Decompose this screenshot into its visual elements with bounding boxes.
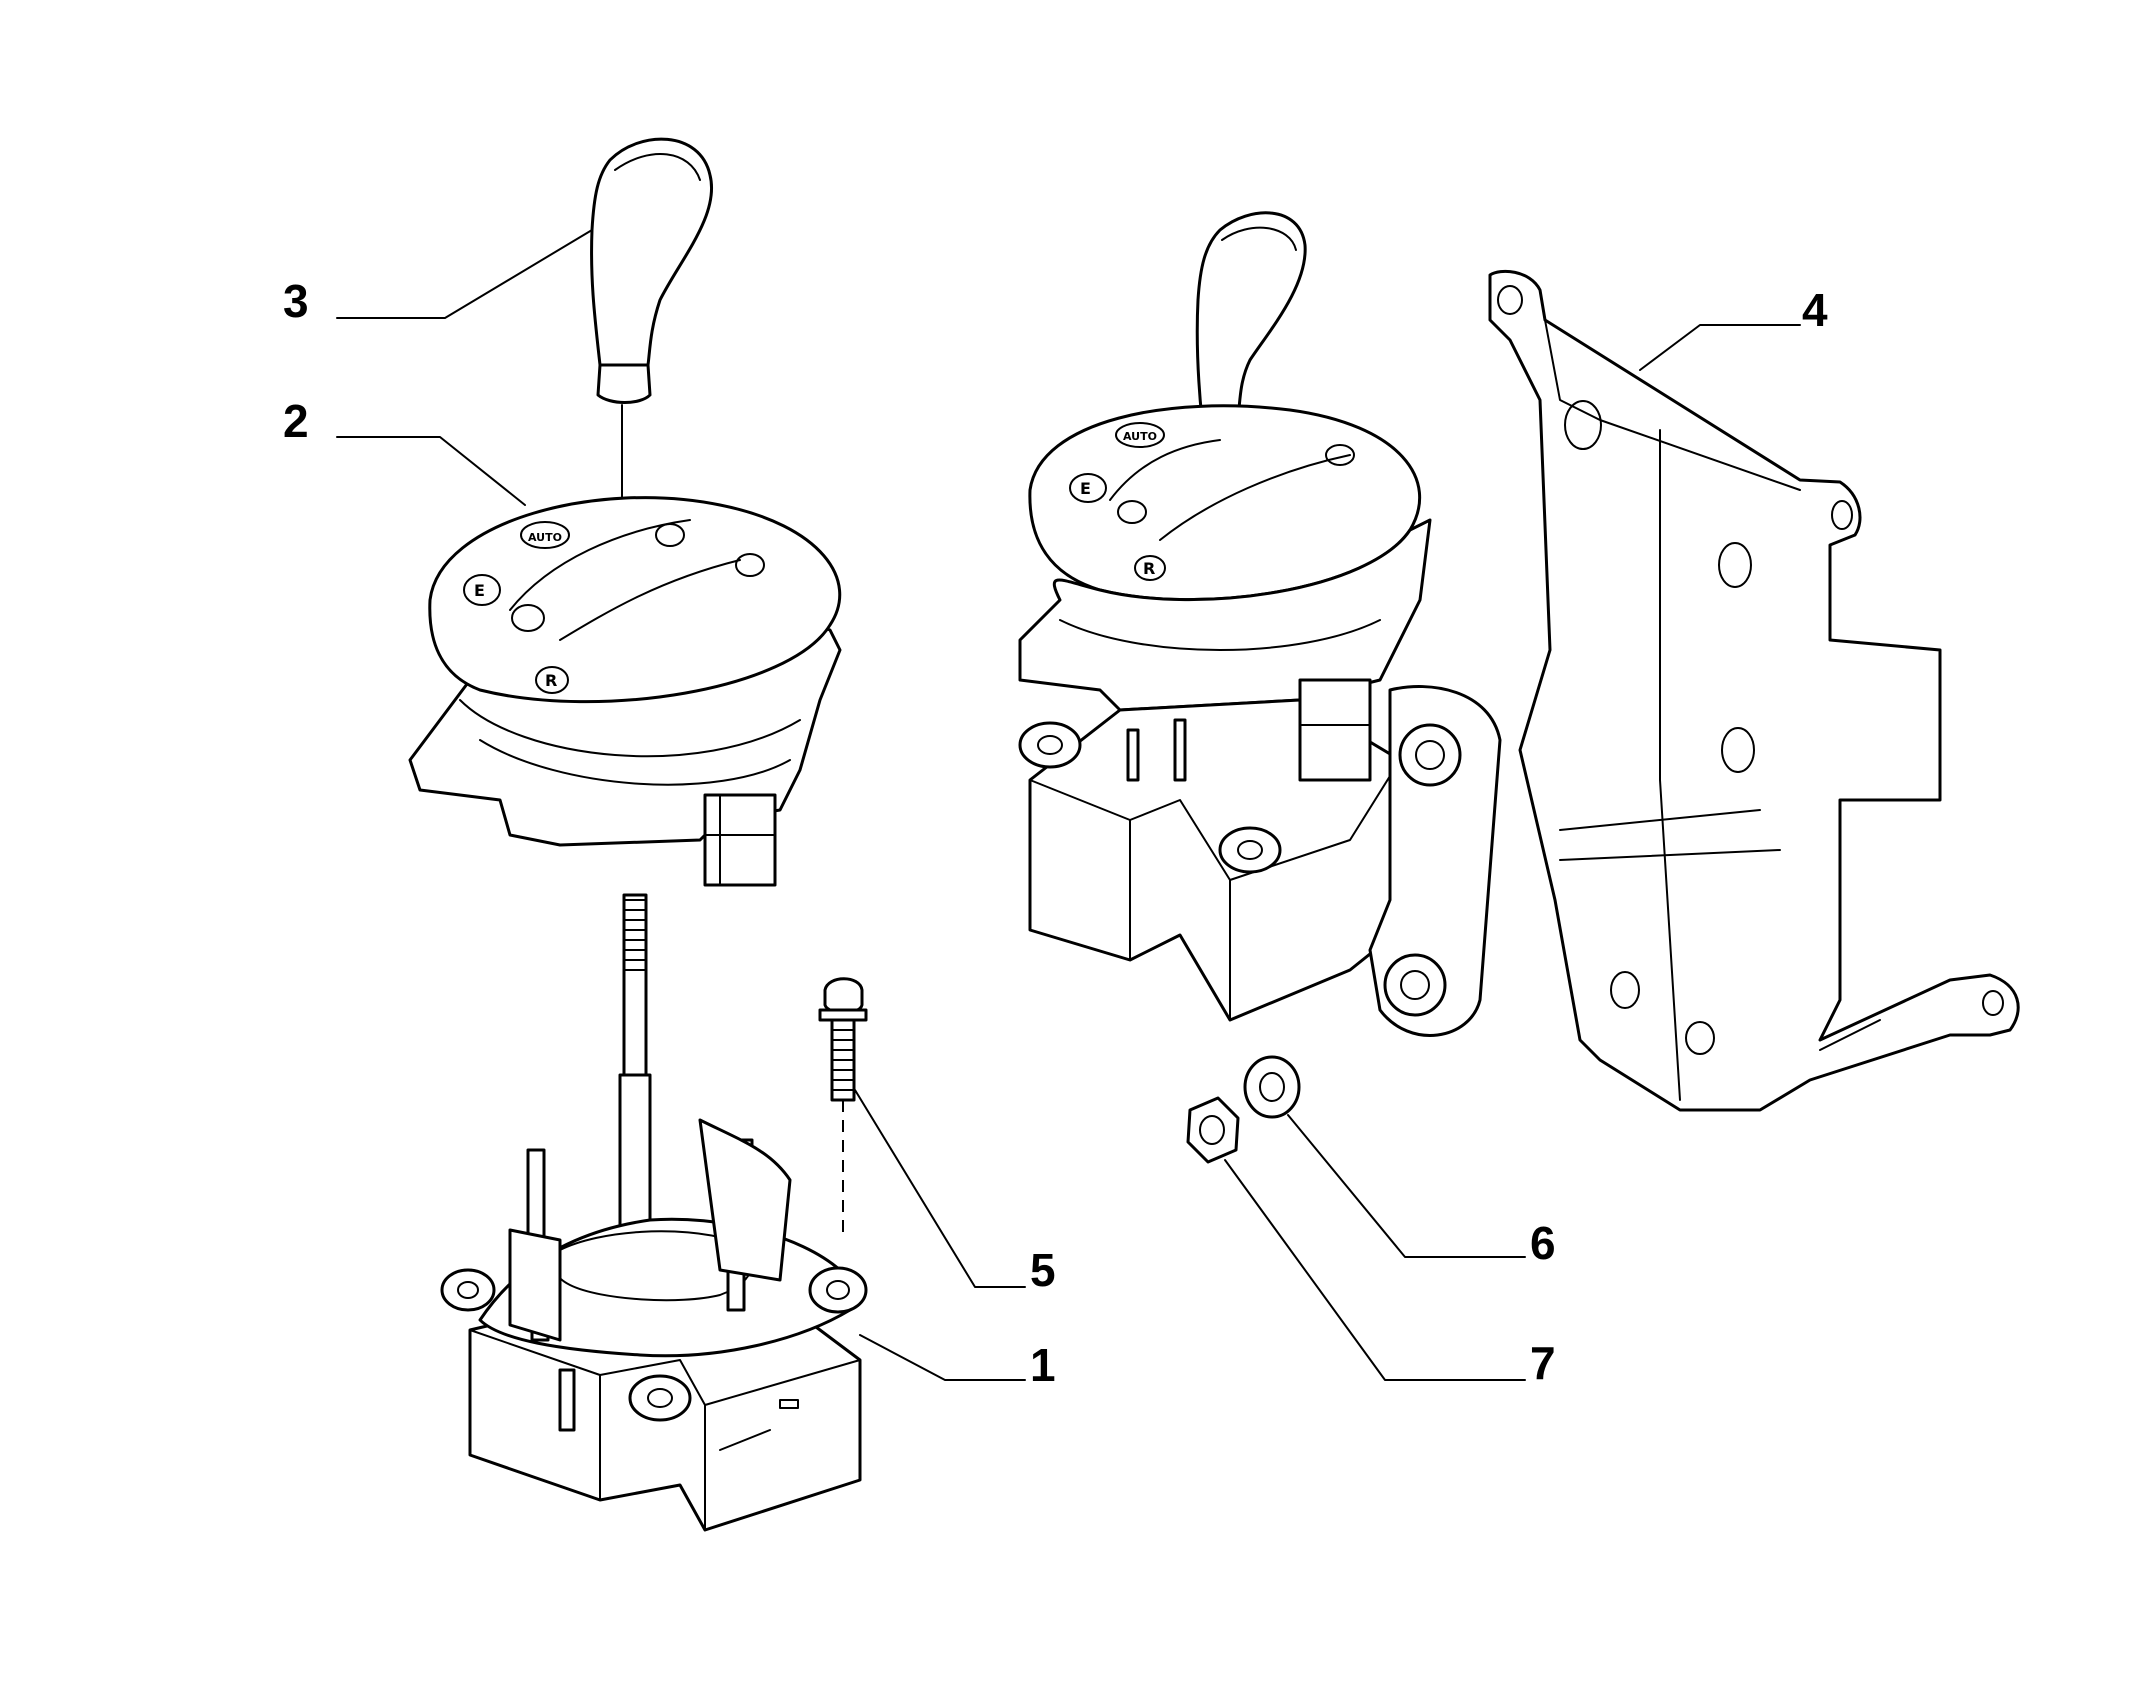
gear-selector-base-housing xyxy=(440,893,868,1532)
washer xyxy=(1243,1055,1301,1119)
svg-text:AUTO: AUTO xyxy=(1123,430,1157,443)
bolt xyxy=(818,977,868,1240)
callout-1: 1 xyxy=(1030,1339,1056,1391)
callout-7: 7 xyxy=(1530,1337,1556,1389)
svg-text:E: E xyxy=(474,581,485,600)
gear-lever-knob xyxy=(590,137,713,541)
callout-2: 2 xyxy=(283,395,309,447)
selector-cover-plate: E R AUTO xyxy=(408,496,842,887)
svg-text:AUTO: AUTO xyxy=(528,531,562,544)
svg-text:R: R xyxy=(545,671,557,690)
svg-text:R: R xyxy=(1143,559,1155,578)
leader-lines xyxy=(336,229,1801,1381)
callout-4: 4 xyxy=(1802,284,1828,336)
callout-5: 5 xyxy=(1030,1244,1056,1296)
mounting-bracket xyxy=(1488,269,2020,1112)
callout-3: 3 xyxy=(283,275,309,327)
svg-text:E: E xyxy=(1080,479,1091,498)
assembled-selector-unit: E R AUTO xyxy=(1018,211,1502,1037)
callout-6: 6 xyxy=(1530,1217,1556,1269)
hex-nut xyxy=(1186,1096,1240,1164)
